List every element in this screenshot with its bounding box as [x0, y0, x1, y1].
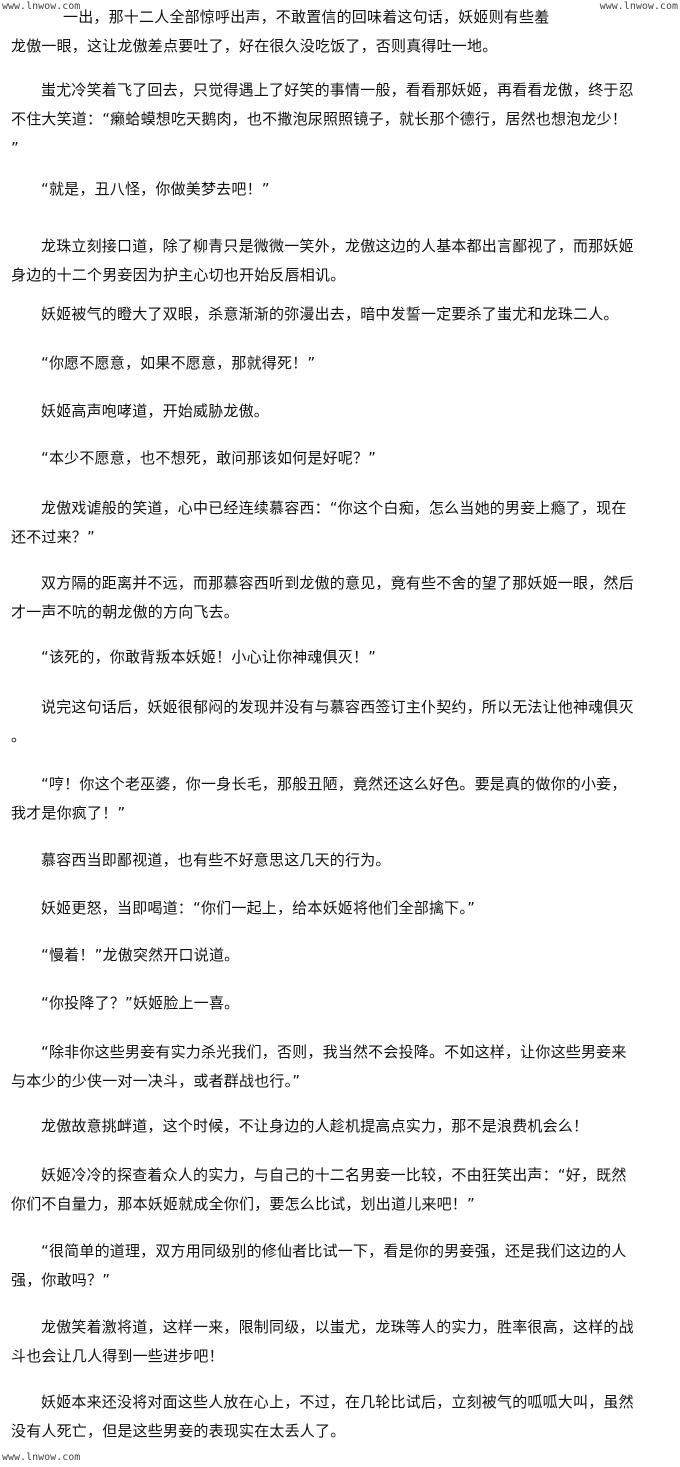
- text-line: 才一声不吭的朝龙傲的方向飞去。: [11, 603, 240, 621]
- text-line: “就是，丑八怪，你做美梦去吧！”: [41, 180, 270, 198]
- text-line: 龙傲一眼，这让龙傲差点要吐了，好在很久没吃饭了，否则真得吐一地。: [11, 37, 498, 55]
- paragraph: “你投降了？”妖姬脸上一喜。: [11, 989, 669, 1018]
- text-line: 说完这句话后，妖姬很郁闷的发现并没有与慕容西签订主仆契约，所以无法让他神魂俱灭: [41, 698, 634, 716]
- text-line: 我才是你疯了！”: [11, 804, 126, 822]
- paragraph: “很简单的道理，双方用同级别的修仙者比试一下，看是你的男妾强，还是我们这边的人 …: [11, 1237, 669, 1295]
- text-line: 不住大笑道：“癞蛤蟆想吃天鹅肉，也不撒泡尿照照镜子，就长那个德行，居然也想泡龙少…: [11, 110, 627, 128]
- text-line: “除非你这些男妾有实力杀光我们，否则，我当然不会投降。不如这样，让你这些男妾来: [41, 1043, 627, 1061]
- text-line: 龙傲笑着激将道，这样一来，限制同级，以蚩尤，龙珠等人的实力，胜率很高，这样的战: [41, 1318, 634, 1336]
- paragraph: “你愿不愿意，如果不愿意，那就得死！”: [11, 349, 669, 378]
- paragraph: “哼！你这个老巫婆，你一身长毛，那般丑陋，竟然还这么好色。要是真的做你的小妾， …: [11, 770, 669, 828]
- text-line: 身边的十二个男妾因为护主心切也开始反唇相讥。: [11, 266, 346, 284]
- paragraph: “就是，丑八怪，你做美梦去吧！”: [11, 175, 669, 204]
- paragraph: “本少不愿意，也不想死，敢问那该如何是好呢？”: [11, 444, 669, 473]
- watermark-bottom-left: www.lnwow.com: [2, 1452, 81, 1463]
- paragraph: 妖姬更怒，当即喝道：“你们一起上，给本妖姬将他们全部擒下。”: [11, 894, 669, 923]
- paragraph: 龙傲戏谑般的笑道，心中已经连续慕容西：“你这个白痴，怎么当她的男妾上瘾了，现在 …: [11, 494, 669, 552]
- paragraph: “该死的，你敢背叛本妖姬！小心让你神魂俱灭！”: [11, 643, 669, 672]
- paragraph: 龙珠立刻接口道，除了柳青只是微微一笑外，龙傲这边的人基本都出言鄙视了，而那妖姬 …: [11, 232, 669, 290]
- text-line: 斗也会让几人得到一些进步吧！: [11, 1347, 224, 1365]
- text-line: 妖姬高声咆哮道，开始威胁龙傲。: [41, 402, 270, 420]
- text-line: 双方隔的距离并不远，而那慕容西听到龙傲的意见，竟有些不舍的望了那妖姬一眼，然后: [41, 574, 634, 592]
- text-line: “本少不愿意，也不想死，敢问那该如何是好呢？”: [41, 449, 377, 467]
- text-line: 慕容西当即鄙视道，也有些不好意思这几天的行为。: [41, 851, 391, 869]
- paragraph: 说完这句话后，妖姬很郁闷的发现并没有与慕容西签订主仆契约，所以无法让他神魂俱灭 …: [11, 693, 669, 751]
- text-line: “慢着！”龙傲突然开口说道。: [41, 946, 240, 964]
- paragraph: 妖姬本来还没将对面这些人放在心上，不过，在几轮比试后，立刻被气的呱呱大叫，虽然 …: [11, 1388, 669, 1446]
- paragraph: “慢着！”龙傲突然开口说道。: [11, 941, 669, 970]
- text-line: 妖姬冷冷的探查着众人的实力，与自己的十二名男妾一比较，不由狂笑出声：“好，既然: [41, 1166, 627, 1184]
- text-line: 龙珠立刻接口道，除了柳青只是微微一笑外，龙傲这边的人基本都出言鄙视了，而那妖姬: [41, 237, 634, 255]
- paragraph: 妖姬冷冷的探查着众人的实力，与自己的十二名男妾一比较，不由狂笑出声：“好，既然 …: [11, 1161, 669, 1219]
- paragraph: 蚩尤冷笑着飞了回去，只觉得遇上了好笑的事情一般，看看那妖姬，再看看龙傲，终于忍 …: [11, 76, 669, 163]
- text-line: 没有人死亡，但是这些男妾的表现实在太丢人了。: [11, 1422, 346, 1440]
- text-line: “很简单的道理，双方用同级别的修仙者比试一下，看是你的男妾强，还是我们这边的人: [41, 1242, 627, 1260]
- text-line: “你愿不愿意，如果不愿意，那就得死！”: [41, 354, 316, 372]
- text-line: 妖姬更怒，当即喝道：“你们一起上，给本妖姬将他们全部擒下。”: [41, 899, 476, 917]
- text-line: 强，你敢吗？”: [11, 1271, 111, 1289]
- paragraph: 龙傲笑着激将道，这样一来，限制同级，以蚩尤，龙珠等人的实力，胜率很高，这样的战 …: [11, 1313, 669, 1371]
- paragraph: “除非你这些男妾有实力杀光我们，否则，我当然不会投降。不如这样，让你这些男妾来 …: [11, 1038, 669, 1096]
- paragraph: 双方隔的距离并不远，而那慕容西听到龙傲的意见，竟有些不舍的望了那妖姬一眼，然后 …: [11, 569, 669, 627]
- text-line: 。: [11, 727, 27, 745]
- text-line: “该死的，你敢背叛本妖姬！小心让你神魂俱灭！”: [41, 648, 377, 666]
- text-line: 妖姬被气的瞪大了双眼，杀意渐渐的弥漫出去，暗中发誓一定要杀了蚩尤和龙珠二人。: [41, 305, 619, 323]
- text-line: 你们不自量力，那本妖姬就成全你们，要怎么比试，划出道儿来吧！”: [11, 1195, 475, 1213]
- text-line: 与本少的少侠一对一决斗，或者群战也行。”: [11, 1072, 301, 1090]
- text-line: 龙傲戏谑般的笑道，心中已经连续慕容西：“你这个白痴，怎么当她的男妾上瘾了，现在: [41, 499, 627, 517]
- text-line: 一出，那十二人全部惊呼出声，不敢置信的回味着这句话，妖姬则有些羞: [63, 8, 550, 26]
- watermark-top-right: www.lnwow.com: [599, 1, 678, 12]
- text-line: 妖姬本来还没将对面这些人放在心上，不过，在几轮比试后，立刻被气的呱呱大叫，虽然: [41, 1393, 634, 1411]
- text-line: 蚩尤冷笑着飞了回去，只觉得遇上了好笑的事情一般，看看那妖姬，再看看龙傲，终于忍: [41, 81, 634, 99]
- text-line: 龙傲故意挑衅道，这个时候，不让身边的人趁机提高点实力，那不是浪费机会么！: [41, 1117, 589, 1135]
- paragraph: 妖姬高声咆哮道，开始威胁龙傲。: [11, 397, 669, 426]
- paragraph: 慕容西当即鄙视道，也有些不好意思这几天的行为。: [11, 846, 669, 875]
- paragraph: 龙傲故意挑衅道，这个时候，不让身边的人趁机提高点实力，那不是浪费机会么！: [11, 1112, 669, 1141]
- watermark-top-left: www.lnwow.com: [2, 1, 81, 12]
- text-line: ”: [11, 139, 19, 157]
- paragraph: 妖姬被气的瞪大了双眼，杀意渐渐的弥漫出去，暗中发誓一定要杀了蚩尤和龙珠二人。: [11, 300, 669, 329]
- text-line: “哼！你这个老巫婆，你一身长毛，那般丑陋，竟然还这么好色。要是真的做你的小妾，: [41, 775, 627, 793]
- paragraph: 一出，那十二人全部惊呼出声，不敢置信的回味着这句话，妖姬则有些羞 龙傲一眼，这让…: [11, 3, 669, 61]
- text-line: 还不过来？”: [11, 528, 95, 546]
- text-line: “你投降了？”妖姬脸上一喜。: [41, 994, 240, 1012]
